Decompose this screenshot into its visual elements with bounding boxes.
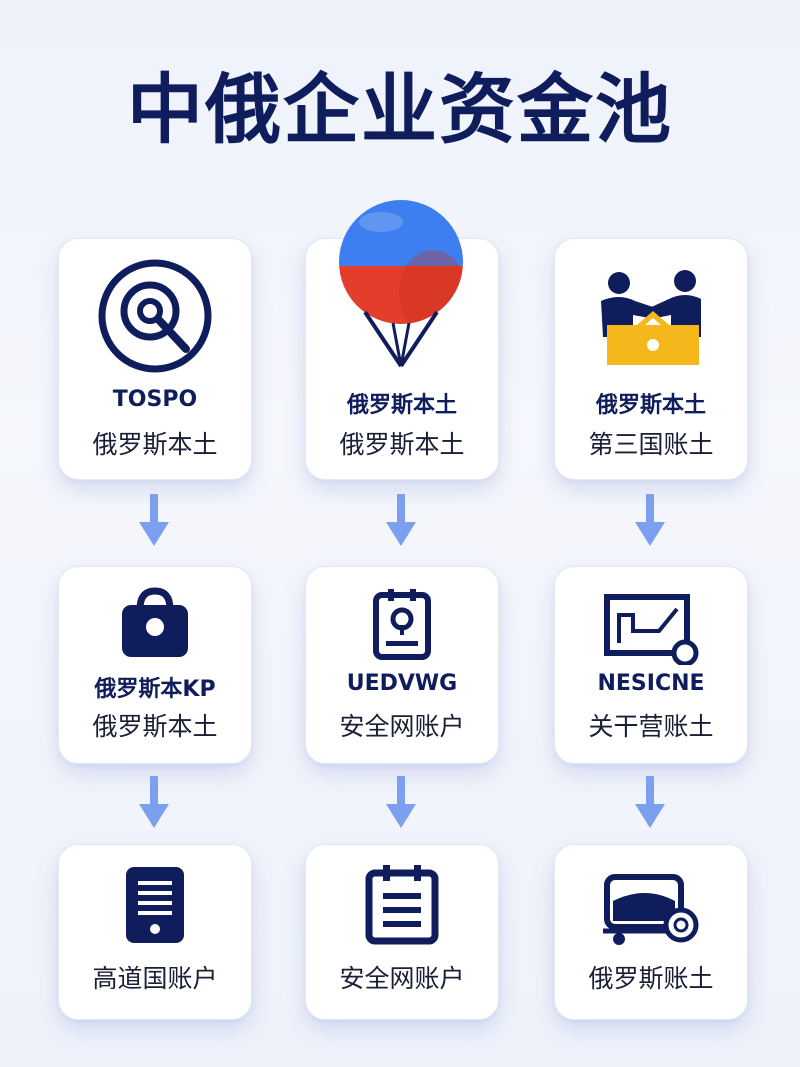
card-label-secondary: 俄罗斯本土	[92, 712, 218, 741]
card-label-primary: NESICNE	[597, 671, 705, 696]
card-r2-c2: UEDVWG 安全网账户	[305, 566, 499, 764]
handshake-icon	[555, 267, 747, 371]
certificate-icon	[555, 593, 747, 665]
page-title: 中俄企业资金池	[127, 65, 673, 154]
card-label-primary: 俄罗斯本土	[346, 393, 457, 418]
card-label-primary: TOSPO	[112, 387, 198, 412]
arrow-down-icon	[635, 776, 665, 828]
card-label-secondary: 第三国账土	[588, 430, 714, 459]
card-label-secondary: 安全网账户	[339, 964, 465, 993]
card-label-primary: 俄罗斯本土	[595, 393, 706, 418]
card-label-secondary: 俄罗斯本土	[92, 430, 218, 459]
bag-icon	[59, 587, 251, 659]
card-r1-c3: 俄罗斯本土 第三国账土	[554, 238, 748, 480]
card-r3-c1: 高道国账户	[58, 844, 252, 1020]
arrow-down-icon	[139, 494, 169, 546]
arrow-down-icon	[139, 776, 169, 828]
card-label-secondary: 关干营账土	[588, 712, 714, 741]
card-r3-c3: 俄罗斯账土	[554, 844, 748, 1020]
balloon-icon	[337, 200, 465, 372]
card-label-secondary: 俄罗斯本土	[339, 430, 465, 459]
card-label-secondary: 高道国账户	[92, 964, 218, 993]
card-r3-c2: 安全网账户	[305, 844, 499, 1020]
target-icon	[59, 257, 251, 375]
card-r1-c1: TOSPO 俄罗斯本土	[58, 238, 252, 480]
card-label-primary: UEDVWG	[346, 671, 458, 696]
notebook-icon	[306, 589, 498, 661]
clipboard-icon	[306, 865, 498, 945]
arrow-down-icon	[386, 494, 416, 546]
card-label-primary: 俄罗斯本KP	[94, 677, 216, 702]
card-label-secondary: 安全网账户	[339, 712, 465, 741]
card-r2-c1: 俄罗斯本KP 俄罗斯本土	[58, 566, 252, 764]
document-icon	[59, 865, 251, 945]
card-r2-c3: NESICNE 关干营账土	[554, 566, 748, 764]
card-label-secondary: 俄罗斯账土	[588, 964, 714, 993]
cart-icon	[555, 871, 747, 947]
arrow-down-icon	[386, 776, 416, 828]
arrow-down-icon	[635, 494, 665, 546]
